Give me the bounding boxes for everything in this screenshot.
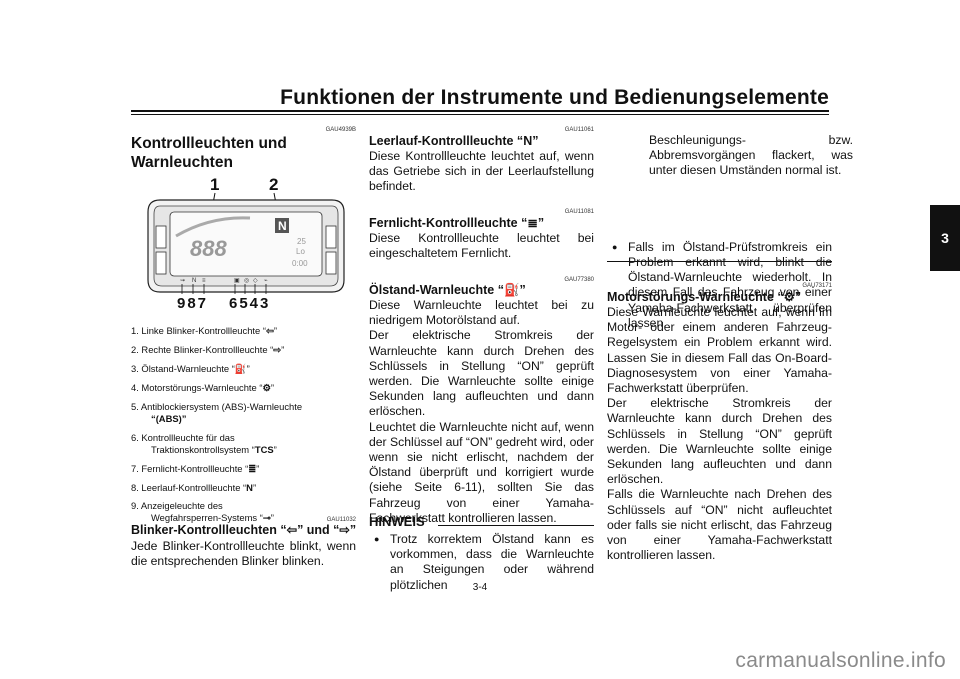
- engine-paragraph-1: Diese Warnleuchte leuchtet auf, wenn im …: [607, 305, 832, 396]
- turn-left-icon: ⇦: [265, 325, 274, 336]
- callouts-987: 987: [177, 295, 208, 310]
- high-beam-text: Diese Kontrollleuchte leuchtet bei einge…: [369, 231, 594, 261]
- high-beam-icon: ≣: [527, 216, 538, 230]
- page-header-title: Funktionen der Instrumente und Bedienung…: [280, 86, 829, 109]
- callout-2: 2: [269, 175, 278, 194]
- turn-right-icon: ⇨: [339, 523, 350, 537]
- note-heading: HINWEIS: [369, 514, 425, 529]
- note-bullet-1: Trotz korrektem Ölstand kann es vorkomme…: [369, 532, 594, 593]
- oil-paragraph-3: Leuchtet die Warnleuchte nicht auf, wenn…: [369, 419, 594, 525]
- oil-paragraph-1: Diese Warnleuchte leuchtet bei zu niedri…: [369, 298, 594, 328]
- svg-text:N: N: [192, 278, 196, 284]
- svg-text:≡: ≡: [202, 278, 206, 284]
- svg-text:⇝: ⇝: [180, 278, 185, 284]
- callouts-6543: 6543: [229, 295, 270, 310]
- note-bullet-1-cont: Beschleunigungs- bzw. Abbremsvorgängen f…: [649, 133, 853, 178]
- dash-temp: 25: [297, 237, 306, 246]
- engine-icon: ⚙: [262, 382, 271, 393]
- blinker-text: Jede Blinker-Kontrollleuchte blinkt, wen…: [131, 539, 356, 569]
- page-number: 3-4: [472, 582, 488, 593]
- svg-text:⌁: ⌁: [264, 278, 268, 284]
- note-end-rule: [607, 261, 832, 262]
- note-rule: [438, 525, 594, 526]
- watermark-footer: carmanualsonline.info: [735, 649, 946, 672]
- svg-text:◇: ◇: [253, 278, 258, 284]
- immobilizer-key-icon: ⊸: [262, 512, 271, 523]
- section-title-line2: Warnleuchten: [131, 154, 233, 171]
- section-title-line1: Kontrollleuchten und: [131, 135, 287, 152]
- legend-item-6b: Traktionskontrollsystem “TCS”: [151, 444, 277, 455]
- abs-icon: “(ABS)”: [151, 413, 187, 424]
- engine-paragraph-2: Der elektrische Stromkreis der Warnleuch…: [607, 396, 832, 487]
- high-beam-heading: Fernlicht-Kontrollleuchte “≣”: [369, 216, 545, 230]
- legend-item-7: 7. Fernlicht-Kontrollleuchte “≣”: [131, 463, 260, 474]
- dashboard-illustration: 1 2 888 N 25 Lo 0:00 ⇝ N ≡ ▣ ◎ ◇ ⌁ 987: [147, 175, 345, 312]
- blinker-heading: Blinker-Kontrollleuchten “⇦” und “⇨”: [131, 523, 357, 537]
- section-code: GAU4939B: [325, 127, 356, 133]
- legend-item-9: 9. Anzeigeleuchte des: [131, 500, 223, 511]
- legend-item-3: 3. Ölstand-Warnleuchte “⛽”: [131, 363, 250, 374]
- oil-text: Diese Warnleuchte leuchtet bei zu niedri…: [369, 298, 594, 526]
- neutral-icon: N: [523, 134, 533, 148]
- engine-heading: Motorstörungs-Warnleuchte “⚙”: [607, 290, 802, 304]
- oil-paragraph-2: Der elektrische Stromkreis der Warnleuch…: [369, 328, 594, 419]
- neutral-text: Diese Kontrollleuchte leuchtet auf, wenn…: [369, 149, 594, 194]
- engine-text: Diese Warnleuchte leuchtet auf, wenn im …: [607, 305, 832, 563]
- section-code: GAU11061: [564, 127, 594, 133]
- neutral-icon: N: [246, 482, 253, 493]
- legend-item-2: 2. Rechte Blinker-Kontrollleuchte “⇨”: [131, 344, 285, 355]
- note-bullet-2: Falls im Ölstand-Prüfstromkreis ein Prob…: [607, 240, 832, 331]
- dash-gear: N: [278, 219, 287, 233]
- section-code: GAU11081: [564, 209, 594, 215]
- engine-paragraph-3: Falls die Warnleuchte nach Drehen des Sc…: [607, 487, 832, 563]
- dash-clock: 0:00: [292, 259, 308, 268]
- figure-legend-cont: 9. Anzeigeleuchte des Wegfahrsperren-Sys…: [131, 500, 356, 530]
- turn-left-icon: ⇦: [286, 523, 298, 537]
- legend-item-5: 5. Antiblockiersystem (ABS)-Warnleuchte: [131, 401, 303, 412]
- svg-text:◎: ◎: [244, 278, 249, 284]
- oil-can-icon: ⛽: [503, 283, 520, 297]
- section-code: GAU11032: [326, 517, 356, 523]
- dash-mode: Lo: [296, 247, 305, 256]
- legend-item-8: 8. Leerlauf-Kontrollleuchte “N”: [131, 482, 257, 493]
- oil-heading: Ölstand-Warnleuchte “⛽”: [369, 283, 526, 297]
- header-rule-thin: [131, 114, 829, 115]
- svg-text:▣: ▣: [234, 278, 240, 284]
- dash-digits: 888: [190, 236, 227, 261]
- legend-item-1: 1. Linke Blinker-Kontrollleuchte “⇦”: [131, 325, 277, 336]
- dashboard-figure: 1 2 888 N 25 Lo 0:00 ⇝ N ≡ ▣ ◎ ◇ ⌁ 987: [140, 172, 352, 312]
- oil-can-icon: ⛽: [234, 363, 247, 374]
- tcs-icon: TCS: [254, 444, 274, 455]
- callout-1: 1: [210, 175, 219, 194]
- section-code: GAU77380: [564, 277, 594, 283]
- header-rule: [131, 110, 829, 112]
- legend-item-9b: Wegfahrsperren-Systems “⊸”: [151, 512, 274, 523]
- neutral-heading: Leerlauf-Kontrollleuchte “N”: [369, 134, 539, 148]
- turn-right-icon: ⇨: [273, 344, 282, 355]
- high-beam-icon: ≣: [248, 463, 257, 474]
- figure-legend: 1. Linke Blinker-Kontrollleuchte “⇦” 2. …: [131, 325, 356, 500]
- legend-item-5-icon: “(ABS)”: [131, 413, 376, 426]
- chapter-tab: 3: [930, 205, 960, 271]
- section-code: GAU73171: [802, 283, 832, 289]
- legend-item-6: 6. Kontrollleuchte für das: [131, 432, 235, 443]
- legend-item-4: 4. Motorstörungs-Warnleuchte “⚙”: [131, 382, 275, 393]
- engine-icon: ⚙: [783, 290, 795, 304]
